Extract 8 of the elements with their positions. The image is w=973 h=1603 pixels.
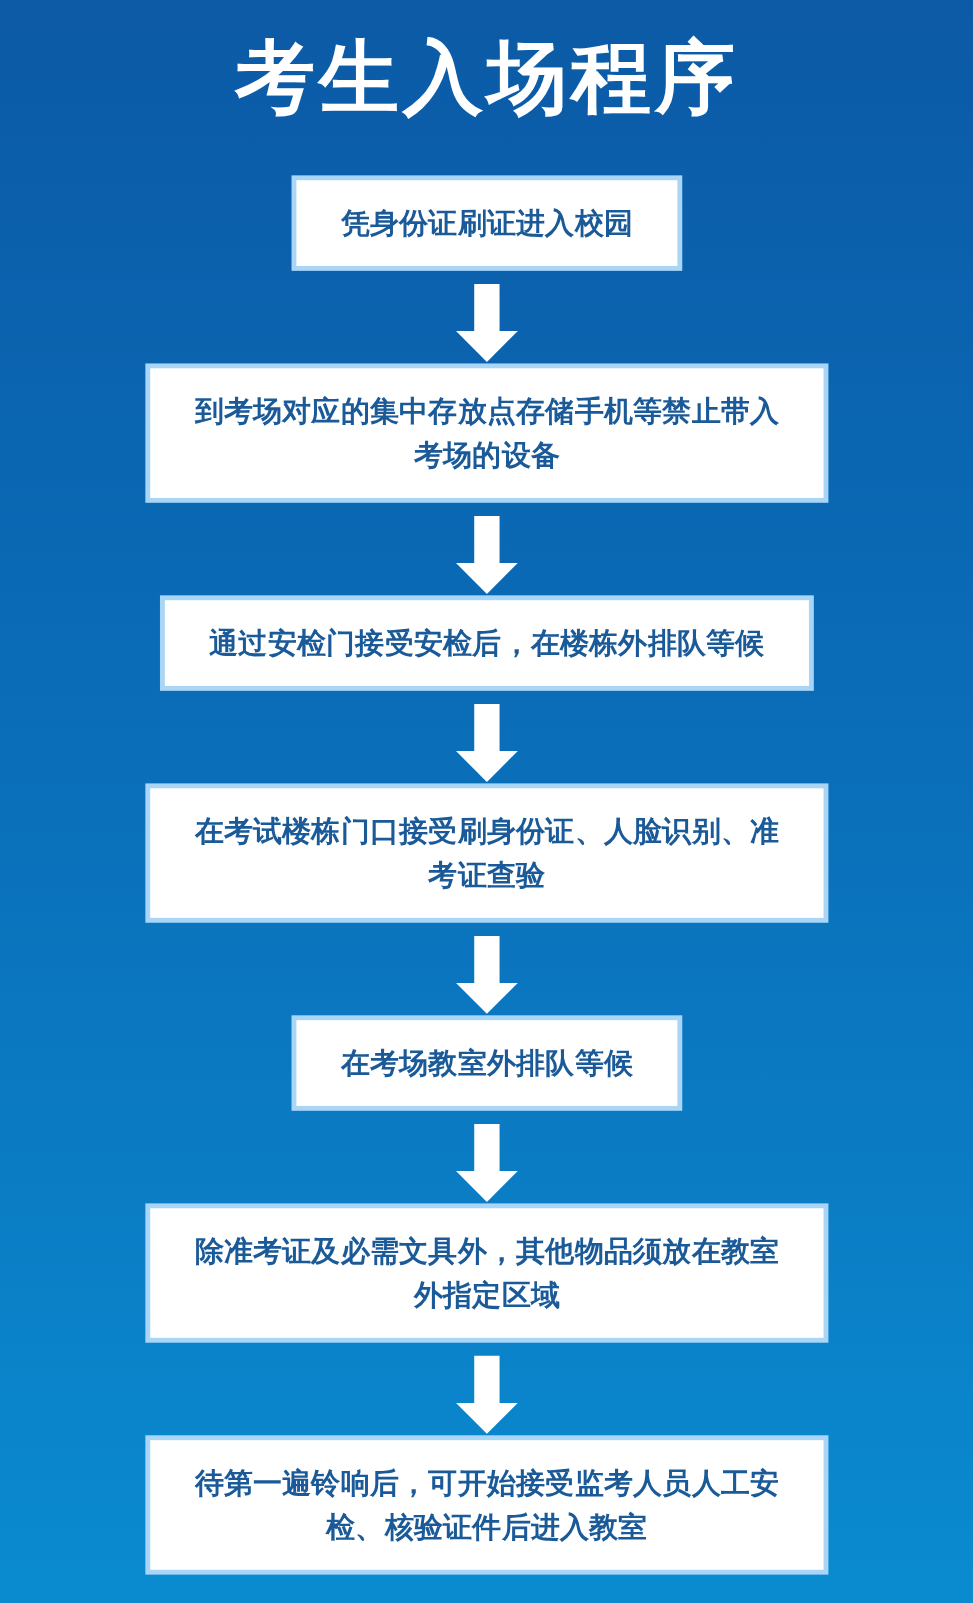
- node-box: 在考场教室外排队等候: [291, 1015, 682, 1111]
- node-box: 到考场对应的集中存放点存储手机等禁止带入考场的设备: [144, 363, 829, 503]
- node-box: 在考试楼栋门口接受刷身份证、人脸识别、准考证查验: [144, 783, 829, 923]
- node-box: 除准考证及必需文具外，其他物品须放在教室外指定区域: [144, 1203, 829, 1343]
- node-box: 凭身份证刷证进入校园: [291, 175, 682, 271]
- node-box: 通过安检门接受安检后，在楼栋外排队等候: [159, 595, 814, 691]
- node-box: 待第一遍铃响后，可开始接受监考人员人工安检、核验证件后进入教室: [144, 1435, 829, 1575]
- title: 考生入场程序: [233, 30, 740, 126]
